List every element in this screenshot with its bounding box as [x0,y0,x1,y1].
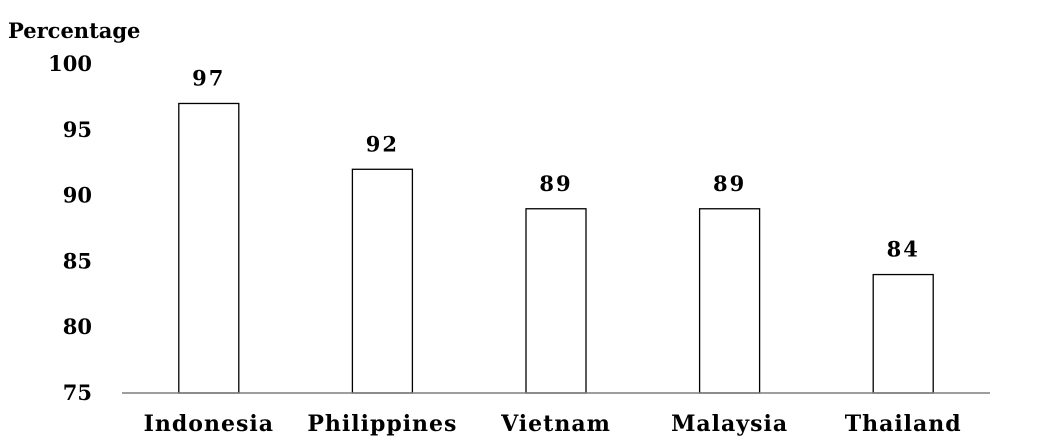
y-tick-label: 80 [63,314,92,339]
bars [178,102,934,394]
bar-vietnam [525,208,587,394]
x-tick-label-vietnam: Vietnam [500,411,611,437]
bar-malaysia [698,208,761,394]
bar-indonesia [178,102,240,394]
data-labels: 97 92 89 89 84 [192,65,920,262]
y-axis-ticks: 75 80 85 90 95 100 [48,51,92,405]
y-tick-label: 100 [48,51,92,76]
data-label-thailand: 84 [887,237,920,262]
y-tick-label: 85 [63,248,92,273]
y-tick-label: 90 [63,183,92,208]
y-tick-label: 95 [63,117,92,142]
bar-philippines [351,168,414,394]
x-tick-label-indonesia: Indonesia [144,411,274,437]
data-label-philippines: 92 [366,131,399,156]
data-label-malaysia: 89 [713,171,746,196]
x-tick-label-philippines: Philippines [307,411,457,437]
data-label-vietnam: 89 [539,171,572,196]
bar-thailand [872,273,934,394]
y-axis-label: Percentage [8,18,140,43]
y-tick-label: 75 [63,380,92,405]
data-label-indonesia: 97 [192,65,225,90]
x-tick-label-malaysia: Malaysia [671,411,788,437]
x-axis-ticks: Indonesia Philippines Vietnam Malaysia Thail… [144,411,962,437]
x-tick-label-thailand: Thailand [845,411,962,437]
